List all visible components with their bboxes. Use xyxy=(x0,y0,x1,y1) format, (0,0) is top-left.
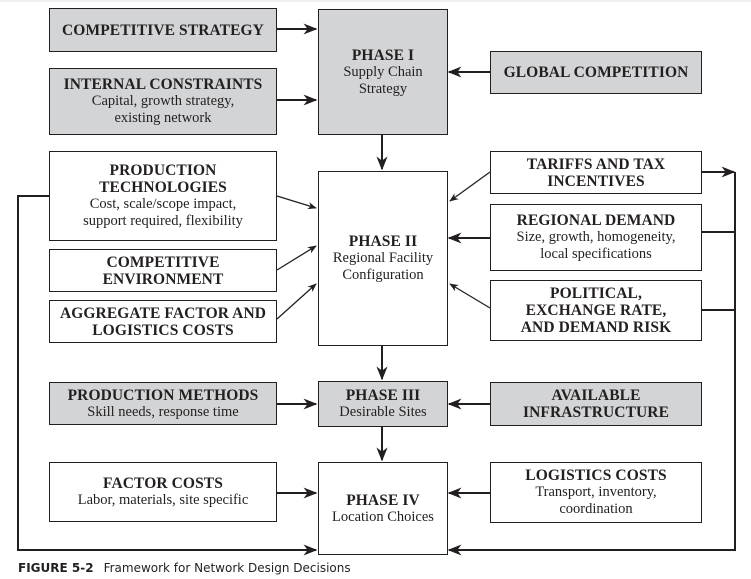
political-risk-box: POLITICAL, EXCHANGE RATE, AND DEMAND RIS… xyxy=(490,280,702,341)
factor-costs-title: FACTOR COSTS xyxy=(103,475,223,492)
loop-right-to-phase4 xyxy=(447,172,736,556)
figure-caption-text: Framework for Network Design Decisions xyxy=(103,561,351,575)
phase4-title: PHASE IV xyxy=(346,491,420,509)
logistics-costs-subtitle: Transport, inventory, coordination xyxy=(535,484,657,517)
competitive-strategy-box: COMPETITIVE STRATEGY xyxy=(49,8,277,52)
available-infrastructure-box: AVAILABLE INFRASTRUCTURE xyxy=(490,382,702,426)
production-technologies-box: PRODUCTION TECHNOLOGIES Cost, scale/scop… xyxy=(49,151,277,241)
arrow-competitive-environment xyxy=(276,245,317,271)
phase3-title: PHASE III xyxy=(345,387,421,404)
aggregate-factor-title: AGGREGATE FACTOR AND LOGISTICS COSTS xyxy=(59,304,267,339)
competitive-environment-box: COMPETITIVE ENVIRONMENT xyxy=(49,249,277,292)
production-technologies-subtitle: Cost, scale/scope impact, support requir… xyxy=(83,196,243,229)
logistics-costs-title: LOGISTICS COSTS xyxy=(525,467,667,484)
production-methods-subtitle: Skill needs, response time xyxy=(87,403,239,420)
arrow-production-technologies xyxy=(276,195,317,210)
figure-caption: FIGURE 5-2 Framework for Network Design D… xyxy=(18,561,351,575)
phase4-box: PHASE IV Location Choices xyxy=(318,462,448,555)
internal-constraints-box: INTERNAL CONSTRAINTS Capital, growth str… xyxy=(49,68,277,135)
global-competition-box: GLOBAL COMPETITION xyxy=(490,51,702,94)
production-methods-box: PRODUCTION METHODS Skill needs, response… xyxy=(49,382,277,425)
phase2-title: PHASE II xyxy=(348,233,418,250)
phase1-box: PHASE I Supply Chain Strategy xyxy=(318,9,448,135)
phase3-box: PHASE III Desirable Sites xyxy=(318,381,448,427)
available-infrastructure-title: AVAILABLE INFRASTRUCTURE xyxy=(522,387,670,421)
arrow-political-risk xyxy=(449,283,491,309)
figure-number: FIGURE 5-2 xyxy=(18,561,94,575)
loop-production-technologies-to-phase4 xyxy=(17,195,318,556)
phase2-box: PHASE II Regional Facility Configuration xyxy=(318,171,448,346)
phase2-subtitle: Regional Facility Configuration xyxy=(332,250,434,283)
logistics-costs-box: LOGISTICS COSTS Transport, inventory, co… xyxy=(490,462,702,523)
phase1-title: PHASE I xyxy=(351,46,415,64)
phase4-subtitle: Location Choices xyxy=(332,508,434,525)
arrow-aggregate-factor xyxy=(276,283,317,320)
arrow-tariffs xyxy=(449,171,491,202)
production-technologies-title: PRODUCTION TECHNOLOGIES xyxy=(99,162,227,196)
competitive-environment-title: COMPETITIVE ENVIRONMENT xyxy=(102,253,224,288)
political-risk-title: POLITICAL, EXCHANGE RATE, AND DEMAND RIS… xyxy=(520,285,672,336)
internal-constraints-subtitle: Capital, growth strategy, existing netwo… xyxy=(91,93,235,126)
regional-demand-box: REGIONAL DEMAND Size, growth, homogeneit… xyxy=(490,204,702,271)
top-border xyxy=(0,0,751,2)
global-competition-title: GLOBAL COMPETITION xyxy=(503,64,689,81)
competitive-strategy-title: COMPETITIVE STRATEGY xyxy=(62,21,264,39)
tariffs-box: TARIFFS AND TAX INCENTIVES xyxy=(490,151,702,194)
phase1-subtitle: Supply Chain Strategy xyxy=(343,63,423,97)
aggregate-factor-box: AGGREGATE FACTOR AND LOGISTICS COSTS xyxy=(49,300,277,343)
internal-constraints-title: INTERNAL CONSTRAINTS xyxy=(63,76,263,93)
phase3-subtitle: Desirable Sites xyxy=(339,404,427,420)
production-methods-title: PRODUCTION METHODS xyxy=(67,386,259,404)
factor-costs-box: FACTOR COSTS Labor, materials, site spec… xyxy=(49,462,277,522)
factor-costs-subtitle: Labor, materials, site specific xyxy=(77,492,249,508)
tariffs-title: TARIFFS AND TAX INCENTIVES xyxy=(526,155,666,190)
regional-demand-title: REGIONAL DEMAND xyxy=(516,212,676,229)
regional-demand-subtitle: Size, growth, homogeneity, local specifi… xyxy=(516,229,676,262)
